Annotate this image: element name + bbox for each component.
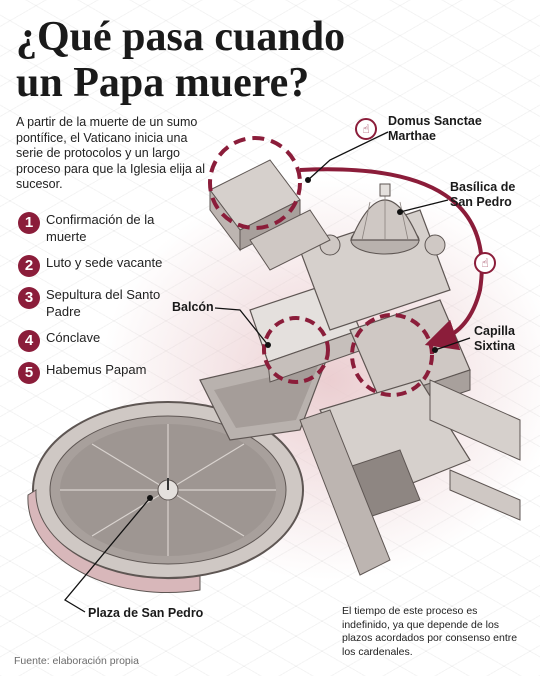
balcon-pointer — [214, 307, 269, 346]
plaza-pointer — [64, 497, 151, 613]
step-label: Cónclave — [46, 330, 101, 345]
callout-basilica: Basílica de San Pedro — [450, 180, 516, 209]
callout-plaza: Plaza de San Pedro — [88, 606, 204, 620]
domus-pointer — [307, 131, 389, 181]
steps-list: 1 Confirmación de la muerte 2 Luto y sed… — [18, 212, 168, 394]
capilla-highlight — [350, 313, 434, 397]
callout-domus: Domus Sanctae Marthae — [388, 114, 482, 143]
step-number: 4 — [18, 330, 40, 352]
step-number: 5 — [18, 362, 40, 384]
callout-capilla: Capilla Sixtina — [474, 324, 515, 353]
step-item: 2 Luto y sede vacante — [18, 255, 168, 277]
step-label: Sepultura del Santo Padre — [46, 287, 161, 319]
step-item: 5 Habemus Papam — [18, 362, 168, 384]
title-line-2: un Papa muere? — [16, 60, 310, 106]
step-item: 1 Confirmación de la muerte — [18, 212, 168, 245]
title-line-1: ¿Qué pasa cuando — [16, 14, 346, 60]
basilica-pointer — [399, 199, 449, 213]
page-title: ¿Qué pasa cuando un Papa muere? — [16, 14, 416, 106]
domus-highlight — [208, 136, 302, 230]
step-item: 3 Sepultura del Santo Padre — [18, 287, 168, 320]
step-label: Confirmación de la muerte — [46, 212, 155, 244]
capilla-pointer — [434, 337, 471, 351]
hand-pointer-icon: ☝ — [474, 252, 496, 274]
footnote: El tiempo de este proceso es indefinido,… — [342, 605, 518, 658]
balcon-highlight — [262, 316, 330, 384]
step-item: 4 Cónclave — [18, 330, 168, 352]
step-label: Habemus Papam — [46, 362, 147, 377]
plaza-de-san-pedro-shape — [27, 401, 304, 593]
intro-text: A partir de la muerte de un sumo pontífi… — [16, 115, 206, 191]
step-number: 3 — [18, 287, 40, 309]
route-arrow — [299, 167, 484, 351]
hand-pointer-icon: ☝ — [355, 118, 377, 140]
source-credit: Fuente: elaboración propia — [14, 655, 139, 667]
callout-balcon: Balcón — [172, 300, 214, 314]
step-number: 2 — [18, 255, 40, 277]
step-label: Luto y sede vacante — [46, 255, 163, 270]
step-number: 1 — [18, 212, 40, 234]
